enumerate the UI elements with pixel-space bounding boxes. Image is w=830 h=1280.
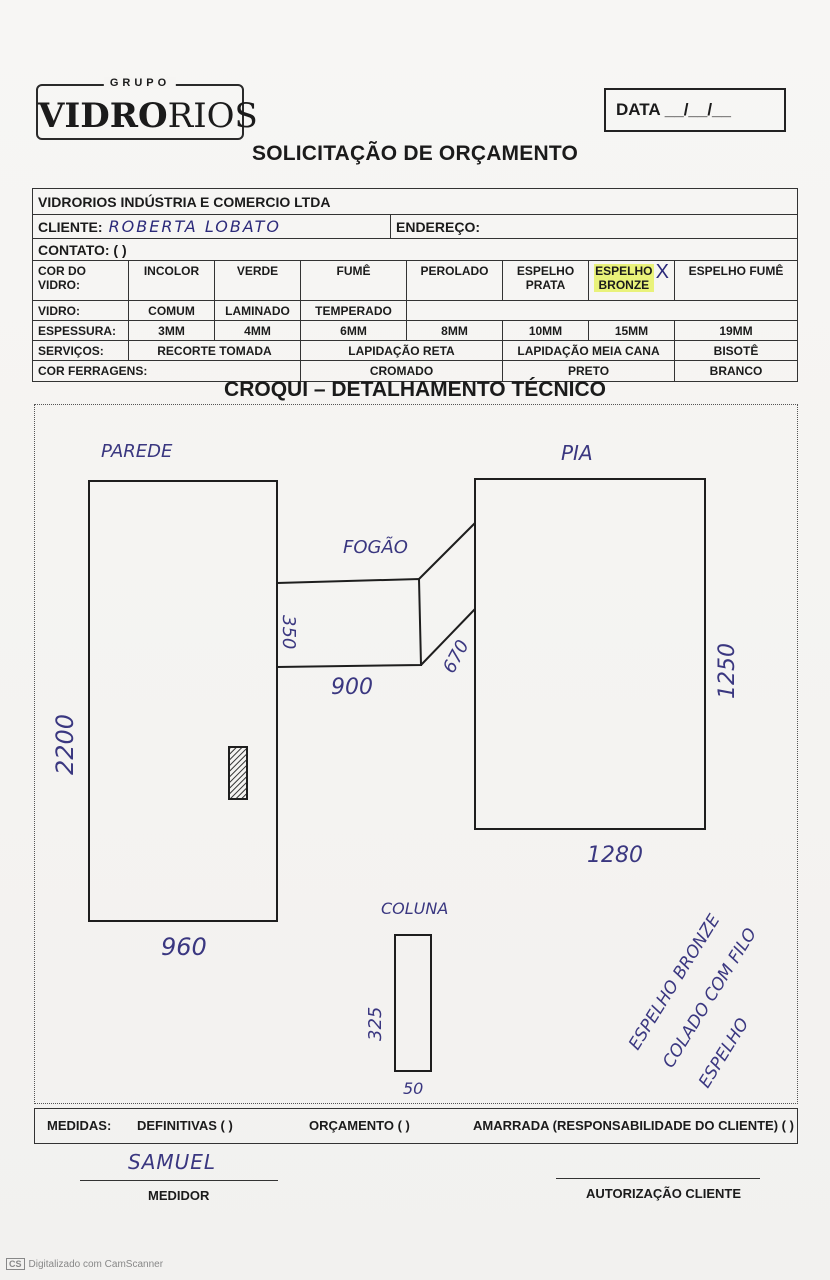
hardware-option: CROMADO <box>301 361 503 381</box>
tied-option: AMARRADA (RESPONSABILIDADE DO CLIENTE) (… <box>473 1118 794 1133</box>
color-option: INCOLOR <box>129 261 215 300</box>
thickness-option: 19MM <box>719 323 753 338</box>
services-label: SERVIÇOS: <box>33 341 129 360</box>
address-label: ENDEREÇO: <box>396 218 481 235</box>
label-pia-height: 1250 <box>715 643 740 699</box>
date-field: DATA __/__/__ <box>604 88 786 132</box>
label-parede-width: 960 <box>161 933 207 961</box>
sketch-drawing <box>88 478 706 1072</box>
label-fogao-width: 900 <box>331 675 373 700</box>
vidrorios-logo: GRUPO VIDRORIOS <box>36 77 258 140</box>
coluna-rect <box>394 934 432 1072</box>
color-option: ESPELHO PRATA <box>503 261 589 300</box>
technical-sketch: PAREDE 2200 960 FOGÃO 350 900 670 PIA 12… <box>34 404 798 1104</box>
contact-label: CONTATO: ( ) <box>38 241 127 258</box>
color-label: COR DO VIDRO: <box>33 261 129 300</box>
measurer-label: MEDIDOR <box>148 1188 210 1203</box>
croqui-title: CROQUI – DETALHAMENTO TÉCNICO <box>224 378 606 401</box>
service-option: LAPIDAÇÃO MEIA CANA <box>503 341 675 360</box>
client-row: CLIENTE: ROBERTA LOBATO ENDEREÇO: <box>33 215 797 239</box>
measures-label: MEDIDAS: <box>47 1118 112 1133</box>
fogao-shape <box>276 577 423 668</box>
contact-row: CONTATO: ( ) <box>33 239 797 261</box>
hardware-option: BRANCO <box>709 364 763 378</box>
camscanner-icon: CS <box>6 1258 25 1270</box>
selected-color-highlight: ESPELHO BRONZE <box>594 264 654 292</box>
glass-type-row: VIDRO: COMUM LAMINADO TEMPERADO <box>33 301 797 321</box>
thickness-option: 6MM <box>301 321 407 340</box>
thickness-option: 10MM <box>503 321 589 340</box>
order-form-table: VIDRORIOS INDÚSTRIA E COMERCIO LTDA CLIE… <box>32 188 798 382</box>
thickness-option: 4MM <box>215 321 301 340</box>
service-option: LAPIDAÇÃO RETA <box>301 341 503 360</box>
hardware-row: COR FERRAGENS: CROMADO PRETO BRANCO <box>33 361 797 381</box>
client-label: CLIENTE: <box>38 218 103 235</box>
client-value: ROBERTA LOBATO <box>108 217 281 236</box>
measurer-signature: SAMUEL <box>128 1150 217 1174</box>
glass-color-row: COR DO VIDRO: INCOLOR VERDE FUMÊ PEROLAD… <box>33 261 797 301</box>
selection-mark: X <box>655 261 669 283</box>
service-option: BISOTÊ <box>713 343 759 358</box>
fogao-diagonal-top <box>418 522 476 580</box>
color-option: PEROLADO <box>407 261 503 300</box>
company-name: VIDRORIOS INDÚSTRIA E COMERCIO LTDA <box>38 193 331 210</box>
socket-hatch <box>228 746 248 800</box>
service-option: RECORTE TOMADA <box>129 341 301 360</box>
hardware-option: PRETO <box>503 361 675 381</box>
budget-option: ORÇAMENTO ( ) <box>309 1118 410 1133</box>
definitive-option: DEFINITIVAS ( ) <box>137 1118 233 1133</box>
glass-type: LAMINADO <box>215 301 301 320</box>
label-coluna-height: 325 <box>365 1006 386 1041</box>
parede-rect <box>88 480 278 922</box>
thickness-option: 8MM <box>407 321 503 340</box>
glass-label: VIDRO: <box>33 301 129 320</box>
hardware-label: COR FERRAGENS: <box>33 361 301 381</box>
label-coluna: COLUNA <box>381 899 449 918</box>
label-pia: PIA <box>561 441 593 465</box>
label-coluna-width: 50 <box>403 1079 424 1098</box>
measurer-sign-line <box>80 1180 278 1181</box>
color-option: ESPELHO FUMÊ <box>688 264 784 278</box>
scanner-text: Digitalizado com CamScanner <box>28 1258 164 1270</box>
page-title: SOLICITAÇÃO DE ORÇAMENTO <box>251 142 579 165</box>
client-auth-label: AUTORIZAÇÃO CLIENTE <box>586 1186 742 1201</box>
client-sign-line <box>556 1178 760 1179</box>
label-parede: PAREDE <box>101 441 173 462</box>
thickness-row: ESPESSURA: 3MM 4MM 6MM 8MM 10MM 15MM 19M… <box>33 321 797 341</box>
logo-brand: VIDRORIOS <box>38 96 258 136</box>
fogao-diagonal-bottom <box>420 608 476 666</box>
color-option: FUMÊ <box>301 261 407 300</box>
thickness-label: ESPESSURA: <box>33 321 129 340</box>
glass-type: COMUM <box>129 301 215 320</box>
glass-type: TEMPERADO <box>301 301 407 320</box>
label-pia-width: 1280 <box>587 843 643 868</box>
color-option: VERDE <box>215 261 301 300</box>
label-fogao: FOGÃO <box>343 537 408 558</box>
scanner-watermark: CS Digitalizado com CamScanner <box>6 1258 163 1270</box>
thickness-option: 15MM <box>589 321 675 340</box>
company-row: VIDRORIOS INDÚSTRIA E COMERCIO LTDA <box>33 189 797 215</box>
label-fogao-height: 350 <box>278 615 299 650</box>
thickness-option: 3MM <box>129 321 215 340</box>
measures-footer: MEDIDAS: DEFINITIVAS ( ) ORÇAMENTO ( ) A… <box>34 1108 798 1144</box>
pia-rect <box>474 478 706 830</box>
label-parede-height: 2200 <box>51 713 79 775</box>
logo-grupo-text: GRUPO <box>103 77 177 89</box>
services-row: SERVIÇOS: RECORTE TOMADA LAPIDAÇÃO RETA … <box>33 341 797 361</box>
